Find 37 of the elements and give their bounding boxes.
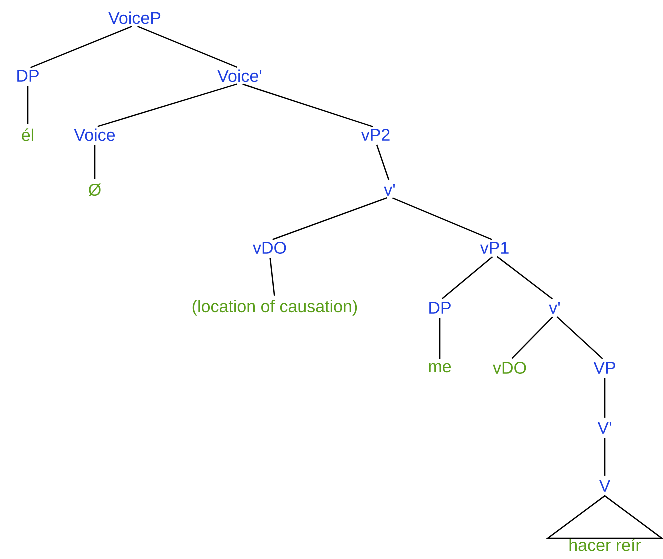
- branch-line: [272, 197, 388, 240]
- branch-line: [556, 316, 604, 360]
- tree-label: VP: [594, 362, 616, 374]
- tree-label: VoiceP: [108, 12, 161, 24]
- branch-line: [27, 86, 29, 124]
- branch-line: [30, 26, 132, 68]
- branch-line: [94, 145, 96, 180]
- tree-label: v': [549, 302, 560, 314]
- branch-line: [392, 198, 492, 240]
- tree-label: vDO: [493, 362, 526, 374]
- tree-label: Ø: [88, 184, 102, 196]
- branch-line: [604, 378, 606, 418]
- tree-label: V: [599, 480, 611, 492]
- tree-label: Voice: [74, 128, 116, 142]
- tree-label: Voice': [218, 70, 262, 82]
- branch-line: [242, 84, 374, 128]
- tree-label: vDO: [253, 242, 286, 254]
- branch-line: [138, 26, 238, 68]
- branch-line: [604, 438, 606, 476]
- tree-label: DP: [430, 302, 451, 314]
- tree-label: v': [384, 184, 396, 196]
- branch-line: [439, 318, 441, 360]
- tree-label: él: [22, 128, 34, 142]
- branch-line: [270, 258, 276, 296]
- branch-line: [376, 144, 390, 180]
- tree-label: DP: [18, 70, 39, 82]
- branch-line: [512, 316, 554, 360]
- tree-label: vP1: [480, 242, 509, 254]
- branch-line: [442, 256, 494, 300]
- tree-label: vP2: [361, 129, 390, 141]
- tree-label: me: [429, 363, 452, 373]
- tree-label: V': [598, 422, 612, 434]
- branch-line: [497, 256, 554, 300]
- triangle-branch: [546, 495, 663, 540]
- branch-line: [98, 84, 238, 128]
- tree-label: hacer reír: [570, 538, 642, 552]
- tree-label: (location of causation): [192, 300, 358, 316]
